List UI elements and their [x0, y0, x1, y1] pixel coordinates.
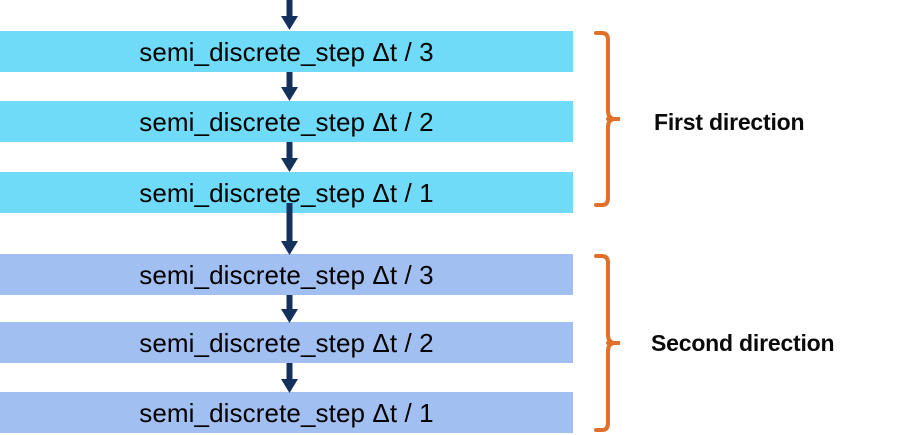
- down-arrow-icon-3: [281, 295, 298, 324]
- step-box-second-direction-dt1[interactable]: semi_discrete_step Δt / 1: [0, 392, 573, 433]
- step-box-first-direction-dt1[interactable]: semi_discrete_step Δt / 1: [0, 172, 573, 213]
- step-label: semi_discrete_step Δt / 2: [139, 327, 434, 358]
- direction-caption-second: Second direction: [651, 330, 835, 356]
- down-arrow-icon-1: [281, 72, 298, 102]
- step-label: semi_discrete_step Δt / 3: [139, 259, 434, 290]
- down-arrow-icon-group-connector: [281, 203, 298, 256]
- step-box-first-direction-dt3[interactable]: semi_discrete_step Δt / 3: [0, 31, 573, 72]
- down-arrow-icon-4: [281, 363, 298, 394]
- step-box-second-direction-dt2[interactable]: semi_discrete_step Δt / 2: [0, 322, 573, 363]
- curly-brace-icon-second-direction: [594, 254, 620, 432]
- down-arrow-icon-entry: [281, 0, 298, 32]
- step-label: semi_discrete_step Δt / 1: [139, 397, 434, 428]
- step-box-second-direction-dt3[interactable]: semi_discrete_step Δt / 3: [0, 254, 573, 295]
- step-label: semi_discrete_step Δt / 1: [139, 177, 434, 208]
- curly-brace-icon-first-direction: [594, 31, 620, 207]
- step-label: semi_discrete_step Δt / 3: [139, 36, 434, 67]
- step-label: semi_discrete_step Δt / 2: [139, 106, 434, 137]
- down-arrow-icon-2: [281, 142, 298, 173]
- direction-caption-first: First direction: [654, 109, 805, 135]
- step-box-first-direction-dt2[interactable]: semi_discrete_step Δt / 2: [0, 101, 573, 142]
